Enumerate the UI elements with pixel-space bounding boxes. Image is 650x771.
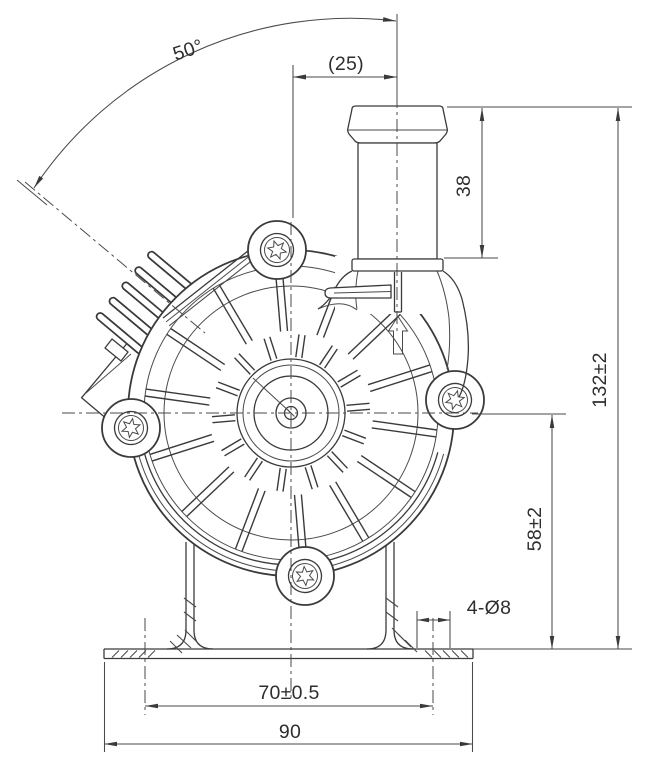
dim-label-axis-height: 58±2 <box>524 507 546 551</box>
centerlines <box>16 14 478 715</box>
dim-label-mounting-holes: 4-Ø8 <box>467 597 512 619</box>
mounting-bracket <box>103 542 474 660</box>
dim-label-offset: (25) <box>328 53 364 75</box>
impeller-housing-ribs <box>144 266 438 560</box>
stator-seam-line <box>162 242 259 319</box>
dim-label-angle: 50° <box>170 35 206 65</box>
dim-label-base-width: 90 <box>279 721 301 743</box>
dim-label-hole-pitch: 70±0.5 <box>258 682 319 704</box>
bend-hatching <box>111 597 469 658</box>
dimensions: 50° (25) 38 132±2 58±2 4-Ø8 70±0.5 90 <box>33 17 632 752</box>
clip-tab <box>324 284 392 299</box>
dim-label-outlet-length: 38 <box>453 175 475 197</box>
flow-direction-arrow-icon <box>387 315 409 355</box>
angle-dimension-arc <box>33 17 397 189</box>
dim-label-overall-height: 132±2 <box>589 352 611 408</box>
connector-pins <box>95 250 196 355</box>
